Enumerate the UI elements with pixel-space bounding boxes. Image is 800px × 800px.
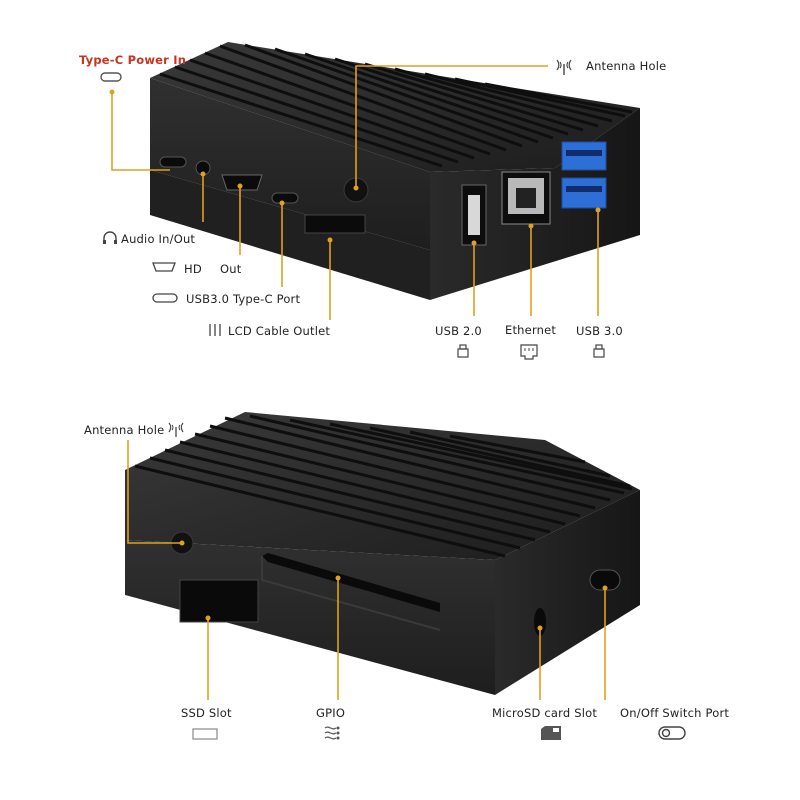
leader-dots-top xyxy=(109,89,601,246)
usb-c-icon xyxy=(100,72,122,82)
label-antenna-hole-bottom: Antenna Hole xyxy=(84,423,165,437)
label-usb2: USB 2.0 xyxy=(435,324,482,338)
label-out: Out xyxy=(220,262,242,276)
bottom-case xyxy=(125,412,640,695)
label-usb3: USB 3.0 xyxy=(576,324,623,338)
leader-lines-bottom xyxy=(127,440,606,700)
label-ssd-slot: SSD Slot xyxy=(181,706,232,720)
usb-a-icon xyxy=(457,344,469,358)
label-ethernet: Ethernet xyxy=(505,323,557,337)
label-type-c-power: Type-C Power In xyxy=(79,53,187,67)
label-onoff: On/Off Switch Port xyxy=(620,706,730,720)
top-case xyxy=(150,42,640,300)
label-usb-c-port: USB3.0 Type-C Port xyxy=(186,292,301,306)
heatsink-fins-bottom xyxy=(134,414,633,558)
lcd-bars-icon xyxy=(209,324,221,336)
antenna-icon xyxy=(168,422,184,437)
toggle-switch-icon xyxy=(658,726,686,740)
label-lcd-cable: LCD Cable Outlet xyxy=(228,324,331,338)
gpio-icon xyxy=(324,726,340,740)
ssd-icon xyxy=(192,728,218,740)
usb-a-icon xyxy=(593,344,605,358)
label-gpio: GPIO xyxy=(316,706,346,720)
headphone-icon xyxy=(103,231,117,244)
usb-c-small-icon xyxy=(152,293,178,303)
heatsink-fins xyxy=(159,43,633,168)
leader-dots-bottom xyxy=(179,540,608,631)
label-audio: Audio In/Out xyxy=(121,232,196,246)
antenna-icon xyxy=(556,59,572,75)
microsd-icon xyxy=(541,726,561,740)
label-microsd: MicroSD card Slot xyxy=(492,706,598,720)
ethernet-port-icon xyxy=(520,344,538,360)
label-hd: HD xyxy=(184,262,202,276)
leader-lines-top xyxy=(111,65,599,320)
hdmi-icon xyxy=(152,262,176,272)
label-antenna-hole-top: Antenna Hole xyxy=(586,59,667,73)
